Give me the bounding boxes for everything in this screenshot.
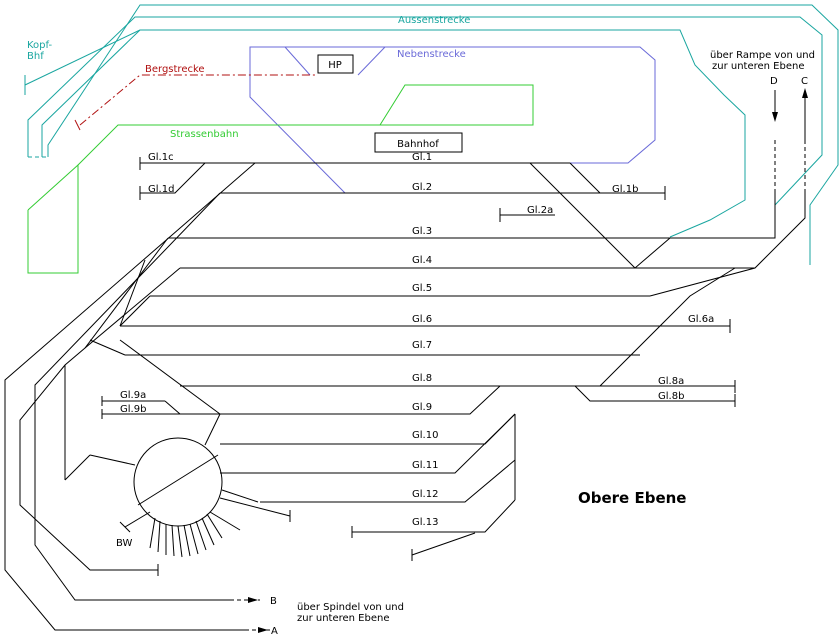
strassenbahn-route bbox=[27, 84, 534, 274]
gl6-label: Gl.6 bbox=[412, 314, 432, 325]
gl2a-label: Gl.2a bbox=[527, 205, 553, 216]
bahnhof-label: Bahnhof bbox=[397, 139, 439, 150]
gl13-label: Gl.13 bbox=[412, 517, 438, 528]
gl4-label: Gl.4 bbox=[412, 255, 432, 266]
gl1-label: Gl.1 bbox=[412, 152, 432, 163]
plan-title: Obere Ebene bbox=[578, 489, 686, 507]
connection-b-label: B bbox=[270, 596, 277, 607]
gl7-label: Gl.7 bbox=[412, 340, 432, 351]
gl8b-label: Gl.8b bbox=[658, 391, 684, 402]
spindel-label-line1: über Spindel von und bbox=[297, 602, 404, 613]
spindel-label-line2: zur unteren Ebene bbox=[297, 613, 390, 624]
rampe-label-line1: über Rampe von und bbox=[710, 50, 815, 61]
connection-d-label: D bbox=[770, 76, 778, 87]
gl1d-label: Gl.1d bbox=[148, 184, 174, 195]
hp-station: HP bbox=[317, 54, 354, 74]
aussenstrecke-label: Aussenstrecke bbox=[398, 15, 470, 26]
rampe-label-line2: zur unteren Ebene bbox=[712, 61, 805, 72]
connection-a-label: A bbox=[271, 626, 278, 637]
kopfbhf-label-line1: Kopf- bbox=[27, 40, 52, 51]
aussenstrecke-route bbox=[24, 4, 839, 265]
gl9b-label: Gl.9b bbox=[120, 404, 146, 415]
bergstrecke-label: Bergstrecke bbox=[145, 64, 205, 75]
gl8a-label: Gl.8a bbox=[658, 376, 684, 387]
gl5-label: Gl.5 bbox=[412, 283, 432, 294]
strassenbahn-label: Strassenbahn bbox=[170, 129, 239, 140]
gl10-label: Gl.10 bbox=[412, 430, 438, 441]
gl12-label: Gl.12 bbox=[412, 489, 438, 500]
hp-label: HP bbox=[328, 60, 342, 71]
gl1b-label: Gl.1b bbox=[612, 184, 638, 195]
bahnhof-station: Bahnhof bbox=[374, 132, 463, 153]
nebenstrecke-label: Nebenstrecke bbox=[397, 49, 466, 60]
gl2-label: Gl.2 bbox=[412, 182, 432, 193]
connection-c-label: C bbox=[801, 76, 808, 87]
gl8-label: Gl.8 bbox=[412, 373, 432, 384]
gl1c-label: Gl.1c bbox=[148, 152, 174, 163]
gl3-label: Gl.3 bbox=[412, 226, 432, 237]
gl6a-label: Gl.6a bbox=[688, 314, 714, 325]
track-network bbox=[4, 88, 808, 633]
kopfbhf-label-line2: Bhf bbox=[27, 51, 44, 62]
gl11-label: Gl.11 bbox=[412, 460, 438, 471]
gl9a-label: Gl.9a bbox=[120, 390, 146, 401]
bw-label: BW bbox=[116, 538, 133, 549]
turntable bbox=[119, 413, 291, 558]
gl9-label: Gl.9 bbox=[412, 402, 432, 413]
bergstrecke-route bbox=[74, 74, 315, 131]
nebenstrecke-route bbox=[249, 46, 656, 194]
